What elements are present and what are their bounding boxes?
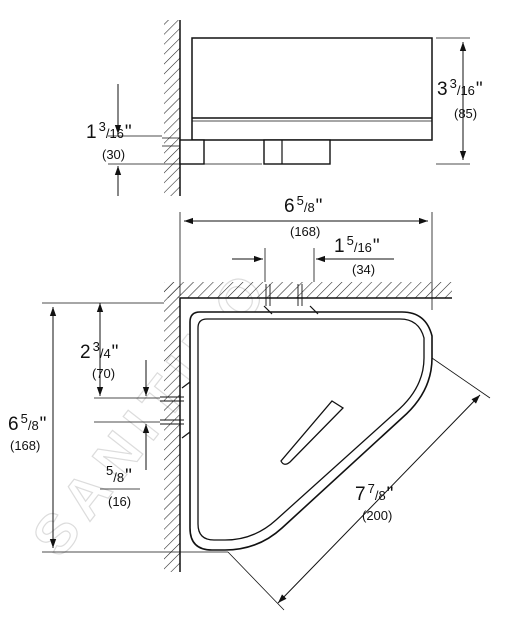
svg-text:65/8": 65/8" [8,411,46,435]
holder-side [263,139,331,165]
svg-text:77/8": 77/8" [355,481,393,505]
dim-line-diagonal [277,394,481,604]
plan-wall-face [179,297,452,572]
svg-text:15/16": 15/16" [334,233,380,257]
plan-view [42,212,491,611]
svg-text:(168): (168) [290,224,320,239]
svg-text:(34): (34) [352,262,375,277]
shelf-body [191,37,433,141]
svg-text:33/16": 33/16" [437,76,483,100]
svg-text:(200): (200) [362,508,392,523]
svg-text:5/8": 5/8" [106,463,132,487]
svg-text:(168): (168) [10,438,40,453]
svg-text:(16): (16) [108,494,131,509]
wall-bracket-side [179,139,205,165]
svg-text:13/16": 13/16" [86,119,132,143]
side-wall-hatch [164,20,180,196]
svg-text:(70): (70) [92,366,115,381]
svg-text:23/4": 23/4" [80,339,118,363]
plan-wall-top-hatch [164,282,452,298]
side-view [108,20,470,196]
shelf-inner-outline [197,318,425,541]
svg-text:(30): (30) [102,147,125,162]
svg-text:(85): (85) [454,106,477,121]
dim-label-bracket-gap: 5/8" (16) [100,463,140,509]
svg-text:65/8": 65/8" [284,193,322,217]
plan-wall-left-hatch [164,282,180,572]
